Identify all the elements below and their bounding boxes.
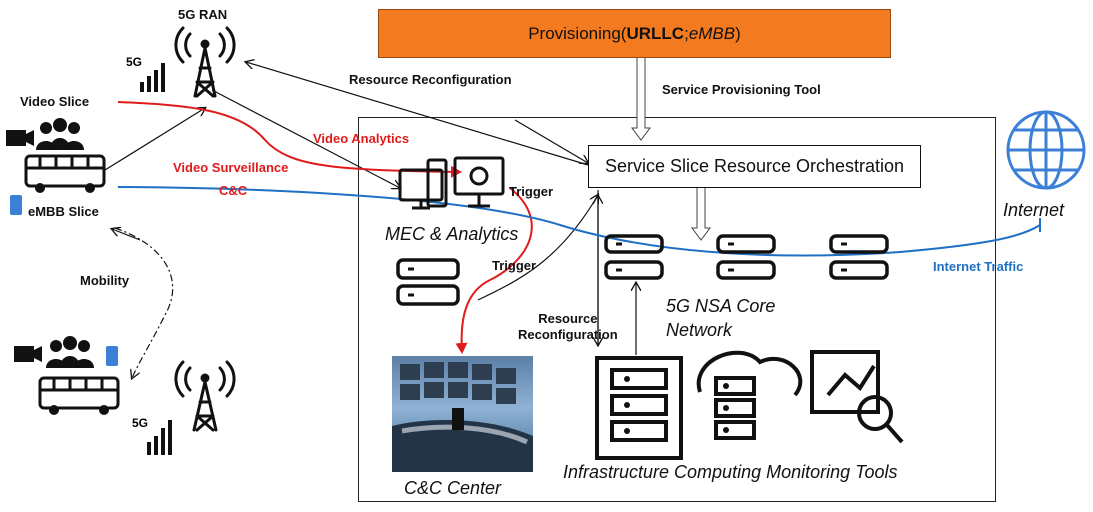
provisioning-embb: eMBB [688, 23, 736, 43]
provisioning-box: Provisioning(URLLC; eMBB) [378, 9, 891, 58]
video-slice-path [117, 101, 462, 178]
provisioning-arrow [631, 58, 651, 141]
signal-5g-label-lower: 5G [132, 416, 149, 430]
internet-label: Internet [1003, 200, 1065, 220]
cc-center-image [392, 356, 533, 472]
mobility-path [114, 227, 174, 378]
resource-reconfiguration-label: Resource Reconfiguration [518, 311, 618, 342]
video-analytics-label: Video Analytics [313, 131, 410, 146]
video-slice-label: Video Slice [20, 94, 90, 109]
mec-to-orch-arrow [514, 119, 588, 163]
provisioning-sep: ; [684, 23, 689, 43]
core-network-label: 5G NSA Core Network [666, 296, 776, 340]
provisioning-urllc: URLLC [626, 23, 685, 43]
embb-slice-label: eMBB Slice [28, 204, 99, 219]
reconfig-arrow-ran [246, 62, 589, 166]
provisioning-prefix: Provisioning( [528, 23, 627, 43]
edge-domain-box [358, 117, 996, 502]
trigger-red-path [455, 187, 533, 354]
embb-slice-path [117, 186, 1041, 257]
resource-reconfiguration-top-label: Resource Reconfiguration [349, 72, 512, 87]
internet-traffic-label: Internet Traffic [933, 259, 1024, 274]
phone-icon [10, 195, 22, 215]
mobility-label: Mobility [80, 273, 130, 288]
signal-5g-label: 5G [126, 55, 143, 69]
bus-to-ran-line [104, 108, 205, 171]
tools-label: Infrastructure Computing Monitoring Tool… [563, 462, 898, 482]
ran-to-mec-arrow [211, 89, 400, 188]
trigger-label-2: Trigger [492, 258, 537, 273]
service-provisioning-tool-label: Service Provisioning Tool [662, 82, 821, 97]
orch-to-core-arrow [691, 188, 711, 241]
provisioning-suffix: ) [735, 23, 741, 43]
mec-label: MEC & Analytics [385, 224, 519, 244]
orchestration-box: Service Slice Resource Orchestration [588, 145, 921, 188]
video-surveillance-label: Video Surveillance [173, 160, 289, 175]
trigger-arrow-orch [477, 195, 598, 301]
cc-center-label: C&C Center [404, 478, 502, 498]
ran-label: 5G RAN [178, 7, 228, 22]
trigger-label-1: Trigger [509, 184, 554, 199]
cc-label: C&C [219, 183, 248, 198]
